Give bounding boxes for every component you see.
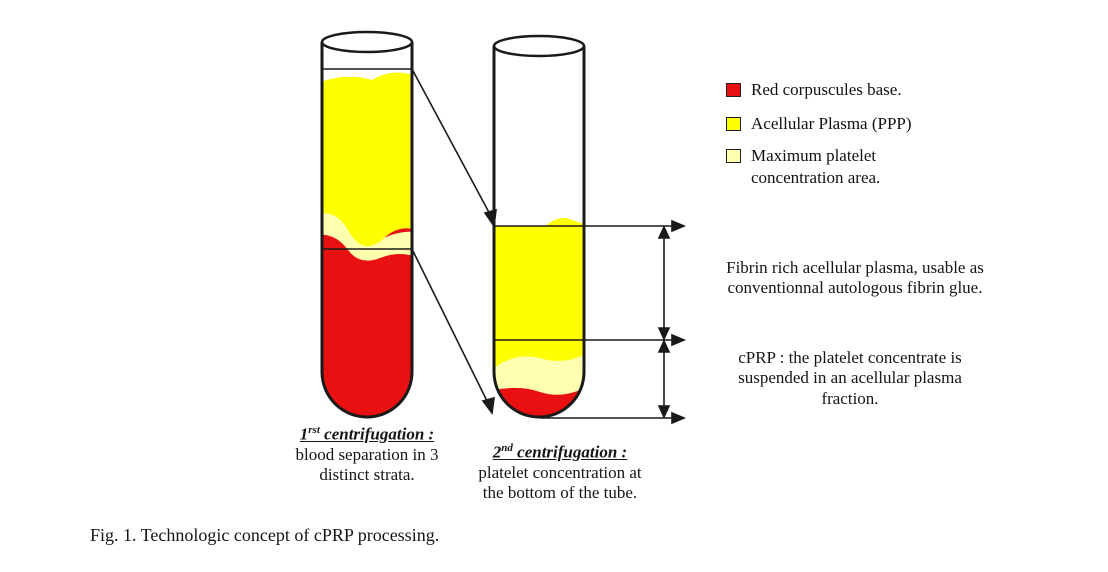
legend-swatch-pale-yellow <box>726 149 741 163</box>
annotation-cprp: cPRP : the platelet concentrate is suspe… <box>700 348 1000 409</box>
bracket-cprp-bottom-arrowhead <box>657 405 671 419</box>
tube1-title-sup: rst <box>308 424 320 436</box>
tube2-outline <box>492 46 586 419</box>
tube1-outline <box>320 42 414 419</box>
tube1-caption-title: 1rst centrifugation : <box>262 424 472 445</box>
tube1-plasma-layer <box>322 72 412 247</box>
legend-label-pale-line2: concentration area. <box>751 168 881 187</box>
legend-label-pale-line1: Maximum platelet <box>751 146 877 165</box>
tube2-title-sup: nd <box>501 442 513 454</box>
figure-caption: Fig. 1. Technologic concept of cPRP proc… <box>90 525 440 545</box>
legend-label-yellow: Acellular Plasma (PPP) <box>751 114 912 133</box>
annotation-fibrin: Fibrin rich acellular plasma, usable as … <box>690 258 1020 299</box>
ext-line-mid-arrowhead <box>671 333 687 347</box>
tube2-red-layer <box>494 385 584 417</box>
measure-brackets <box>540 219 687 425</box>
ext-line-top-arrowhead <box>671 219 687 233</box>
tube1-desc-line2: distinct strata. <box>319 465 415 485</box>
tube2-desc-line2: the bottom of the tube. <box>482 483 638 503</box>
legend-label-red: Red corpuscules base. <box>751 80 902 99</box>
tube1-title-num: 1 <box>299 424 309 444</box>
tube2-title-rest: centrifugation : <box>512 442 628 462</box>
tube2-caption-title: 2nd centrifugation : <box>455 442 665 463</box>
tube1-desc-line1: blood separation in 3 <box>295 445 439 465</box>
ext-line-bottom-arrowhead <box>671 411 687 425</box>
annotation-fibrin-line2: conventionnal autologous fibrin glue. <box>727 278 983 298</box>
annotation-fibrin-line1: Fibrin rich acellular plasma, usable as <box>726 258 984 277</box>
annotation-cprp-line3: fraction. <box>821 388 879 408</box>
connector-upper <box>411 68 493 219</box>
annotation-cprp-line2: suspended in an acellular plasma <box>738 368 962 388</box>
tube2-title-num: 2 <box>492 442 502 462</box>
legend-swatch-red <box>726 83 741 97</box>
connector-lines <box>411 68 497 416</box>
bracket-cprp-top-arrowhead <box>657 339 671 353</box>
bracket-fibrin-top-arrowhead <box>657 225 671 239</box>
bracket-fibrin-bottom-arrowhead <box>657 327 671 341</box>
tube2-rim <box>492 34 586 58</box>
tube1-title-rest: centrifugation : <box>319 424 435 444</box>
connector-lower-arrowhead <box>481 396 495 416</box>
legend-swatch-yellow <box>726 117 741 131</box>
connector-lower <box>411 248 490 406</box>
tube1-caption: 1rst centrifugation : blood separation i… <box>262 424 472 486</box>
tube2-desc-line1: platelet concentration at <box>478 463 642 483</box>
tube1-rim <box>320 30 414 54</box>
tube-second-centrifugation <box>492 34 586 419</box>
tube2-caption: 2nd centrifugation : platelet concentrat… <box>455 442 665 504</box>
tube-first-centrifugation <box>320 30 414 419</box>
connector-upper-arrowhead <box>483 208 497 229</box>
annotation-cprp-line1: cPRP : the platelet concentrate is <box>738 348 962 367</box>
